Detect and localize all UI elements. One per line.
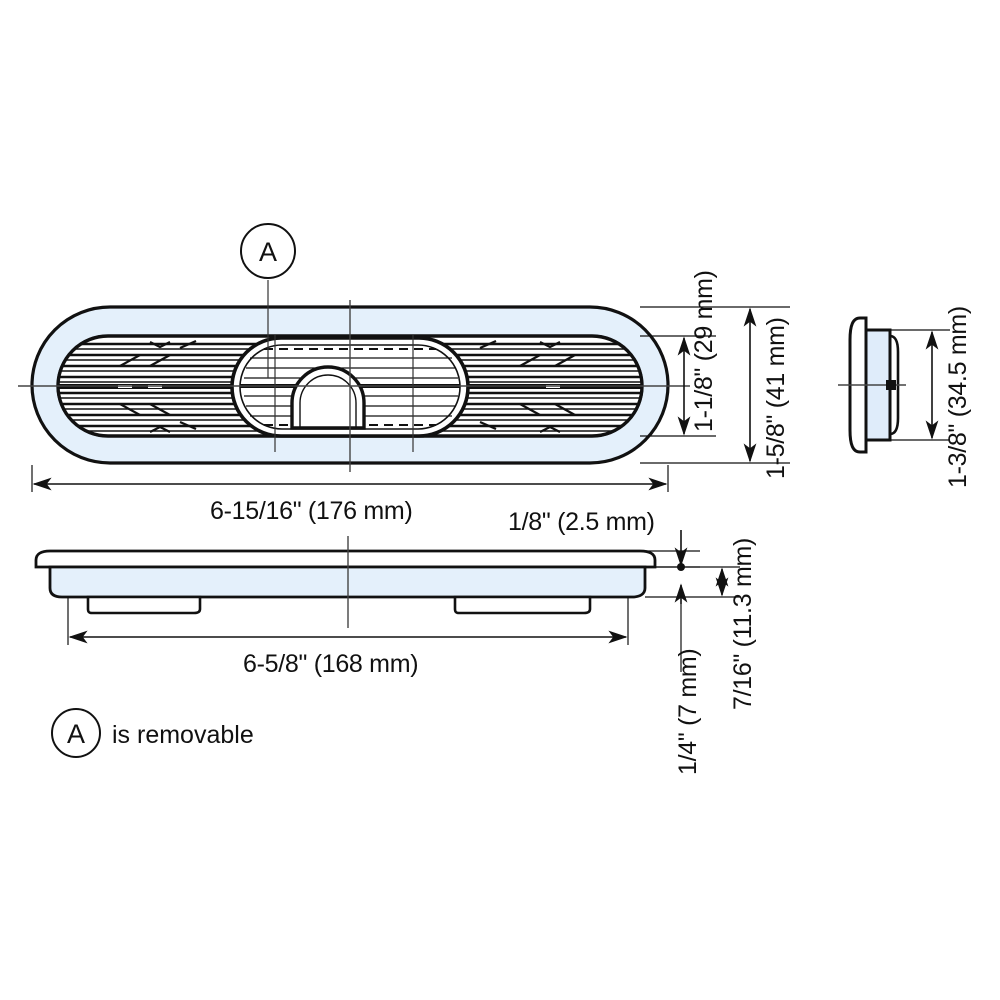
balloon-a-callout[interactable]: A xyxy=(240,223,296,378)
side-view-center-notch xyxy=(886,380,896,390)
section-flange-plate xyxy=(34,549,657,569)
finger-notch xyxy=(290,365,366,430)
finger-notch-inner xyxy=(299,374,357,428)
top-view xyxy=(18,300,690,472)
dim-label-total-depth: 7/16" (11.3 mm) xyxy=(729,538,757,710)
note-balloon-circle xyxy=(51,708,101,758)
dim-dot-origin xyxy=(677,563,685,571)
balloon-a-circle xyxy=(240,223,296,279)
dim-label-flange-thickness: 1/8" (2.5 mm) xyxy=(508,508,655,536)
removable-note: A is removable xyxy=(51,708,254,758)
section-left-tab xyxy=(86,595,202,615)
dim-label-inner-height: 1-1/8" (29 mm) xyxy=(690,270,718,432)
dim-label-side-height: 1-3/8" (34.5 mm) xyxy=(944,306,972,488)
dim-label-body-depth: 1/4" (7 mm) xyxy=(674,649,702,775)
balloon-a-label: A xyxy=(259,237,277,267)
removable-cap-hidden-edges xyxy=(264,348,436,426)
dim-label-overall-length: 6-15/16" (176 mm) xyxy=(210,497,412,525)
front-section-view: 6-5/8" (168 mm) 1/8" (2.5 mm) 7/16" (11.… xyxy=(34,508,757,775)
dim-label-section-length: 6-5/8" (168 mm) xyxy=(243,650,418,678)
side-view: 1-3/8" (34.5 mm) xyxy=(838,306,972,488)
note-text-removable: is removable xyxy=(112,721,254,749)
dim-label-overall-height: 1-5/8" (41 mm) xyxy=(762,317,790,479)
top-view-dimensions: 6-15/16" (176 mm) 1-1/8" (29 mm) 1-5/8" … xyxy=(31,270,790,525)
section-right-tab xyxy=(453,595,592,615)
note-balloon-label: A xyxy=(67,719,85,749)
